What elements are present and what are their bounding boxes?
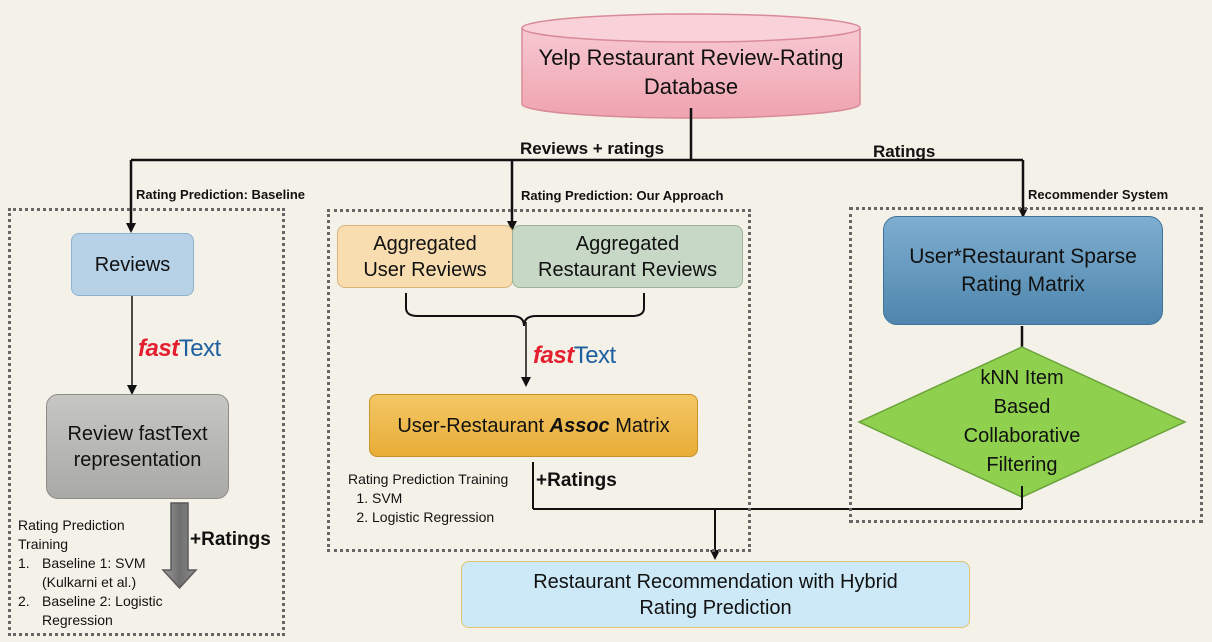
assoc-matrix-box: User-Restaurant Assoc Matrix: [369, 394, 698, 457]
top-connectors: [126, 108, 1028, 233]
baseline-item-1: 1. Baseline 1: SVM(Kulkarni et al.): [18, 555, 146, 590]
approach-item-2: Logistic Regression: [372, 508, 533, 527]
approach-training-list: Rating Prediction Training SVM Logistic …: [348, 470, 533, 527]
edge-label-baseline: Rating Prediction: Baseline: [136, 187, 306, 202]
baseline-training-title: Rating Prediction: [18, 517, 125, 533]
baseline-group: [8, 208, 285, 636]
merge-connectors: [532, 462, 1023, 560]
plus-ratings-baseline: +Ratings: [190, 529, 271, 550]
approach-training-title: Rating Prediction Training: [348, 471, 509, 487]
approach-group: [327, 209, 751, 552]
baseline-training-list: Rating Prediction Training 1. Baseline 1…: [18, 516, 188, 630]
edge-label-our-approach: Rating Prediction: Our Approach: [521, 188, 724, 203]
knn-label: kNN Item Based Collaborative Filtering: [963, 367, 1081, 476]
gray-down-arrow: [161, 502, 198, 590]
fasttext-logo-baseline: fastText: [138, 335, 221, 362]
edge-label-recommender: Recommender System: [1028, 187, 1169, 202]
aggregation-brace: [405, 293, 645, 327]
edge-label-ratings: Ratings: [873, 142, 936, 161]
edge-label-reviews-ratings: Reviews + ratings: [520, 139, 665, 158]
baseline-training-title-2: Training: [18, 536, 69, 552]
approach-item-1: SVM: [372, 489, 533, 508]
fasttext-logo-approach: fastText: [533, 342, 616, 369]
plus-ratings-approach: +Ratings: [536, 470, 617, 491]
database-cylinder: [521, 13, 861, 119]
reviews-box: Reviews: [71, 233, 194, 296]
recommender-group: [849, 207, 1203, 523]
